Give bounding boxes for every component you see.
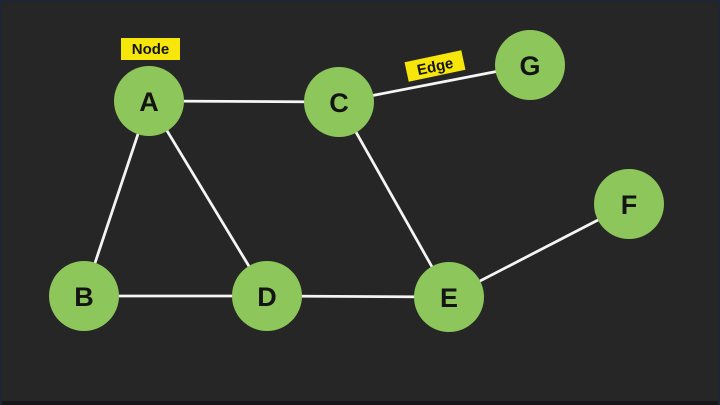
node-callout-label: Node <box>132 41 170 58</box>
node-a-label: A <box>139 87 159 117</box>
node-f-label: F <box>621 190 638 220</box>
node-d-circle <box>232 261 302 331</box>
node-g-label: G <box>519 51 540 81</box>
node-g: G <box>495 30 565 100</box>
node-a: A <box>114 66 184 136</box>
edge-callout: Edge <box>404 50 466 82</box>
bottom-letterbox-strip <box>2 401 718 405</box>
node-e: E <box>414 262 484 332</box>
node-b-label: B <box>74 282 94 312</box>
node-d-label: D <box>257 282 277 312</box>
node-b: B <box>49 261 119 331</box>
node-c-circle <box>304 67 374 137</box>
node-g-circle <box>495 30 565 100</box>
node-callout-box <box>121 38 180 60</box>
node-d: D <box>232 261 302 331</box>
node-c-label: C <box>329 88 349 118</box>
node-e-label: E <box>440 283 458 313</box>
node-c: C <box>304 67 374 137</box>
edge-c-e <box>337 101 451 298</box>
edge-callout-label: Edge <box>415 55 454 79</box>
node-f: F <box>594 169 664 239</box>
edge-callout-box <box>404 50 466 82</box>
node-a-circle <box>114 66 184 136</box>
node-f-circle <box>594 169 664 239</box>
edge-a-d <box>147 100 269 297</box>
node-callout: Node <box>121 38 180 60</box>
node-layer: A B C D E F G <box>49 30 664 332</box>
node-b-circle <box>49 261 119 331</box>
node-e-circle <box>414 262 484 332</box>
